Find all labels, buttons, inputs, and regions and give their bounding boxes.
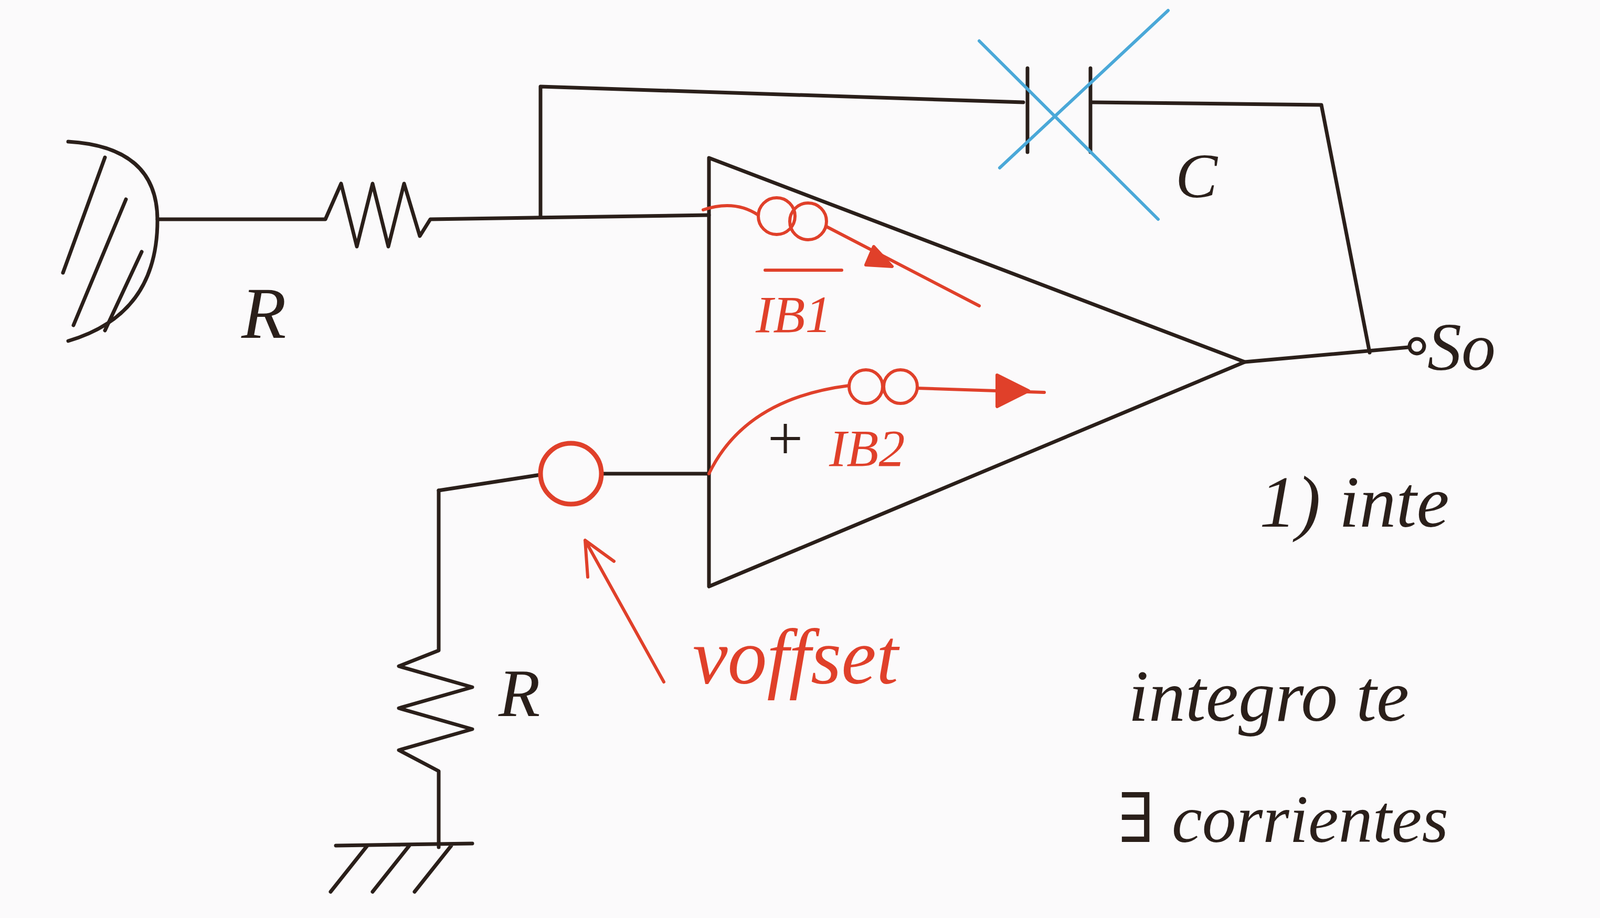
output-wire <box>1244 347 1409 363</box>
current-label: IB2 <box>829 419 905 478</box>
offset-label: voffset <box>692 613 899 701</box>
current-source-wire <box>708 385 850 474</box>
current-source <box>789 203 827 240</box>
current-source <box>883 369 918 404</box>
output-label: So <box>1427 309 1496 385</box>
leader-arrow <box>585 540 664 683</box>
cross-out <box>979 10 1169 220</box>
opamp-triangle <box>708 157 1245 587</box>
capacitor-symbol <box>1027 68 1091 153</box>
note-text: integro te <box>1128 655 1409 737</box>
current-source-wire <box>703 205 759 216</box>
ground-symbol <box>330 843 473 893</box>
output-terminal <box>1409 338 1425 354</box>
resistor-label: R <box>241 272 287 354</box>
note-text: ∃ corrientes <box>1117 781 1449 857</box>
resistor-symbol <box>398 490 473 848</box>
overline <box>765 268 842 272</box>
pin-sign: + <box>763 404 807 474</box>
resistor-symbol <box>157 183 709 247</box>
current-arrow <box>826 226 980 306</box>
capacitor-label: C <box>1175 141 1218 211</box>
voltage-source <box>540 443 602 505</box>
current-label: IB1 <box>755 285 832 344</box>
arrow-head <box>997 375 1029 407</box>
ground-hatch <box>62 157 142 331</box>
feedback-wire <box>1092 102 1370 353</box>
arrow-head <box>865 246 893 267</box>
current-source <box>849 369 883 404</box>
resistor-label: R <box>498 655 540 731</box>
input-wire <box>438 473 709 491</box>
note-text: 1) inte <box>1259 461 1450 543</box>
